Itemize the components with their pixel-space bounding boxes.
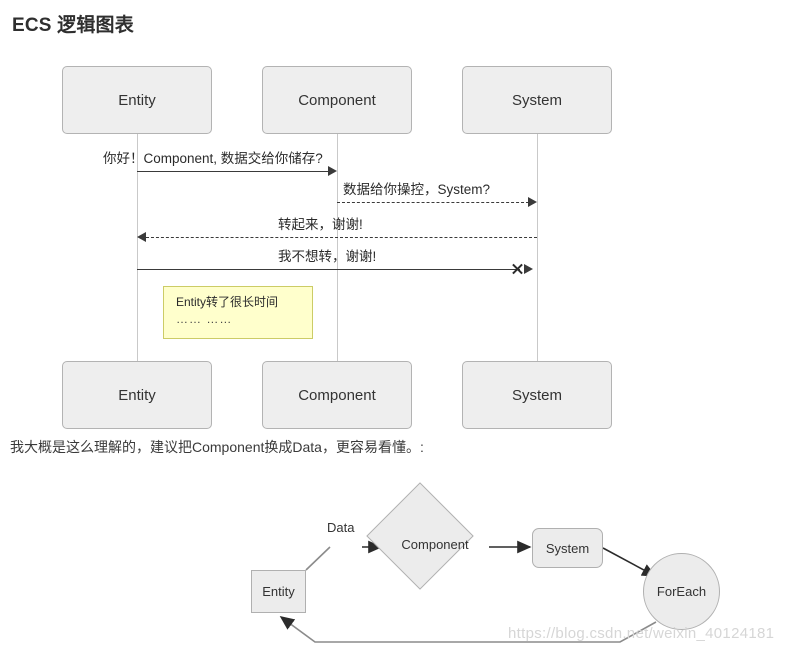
- message-label-4: 我不想转，谢谢!: [278, 249, 377, 264]
- lifeline-system: [537, 134, 538, 361]
- edge-foreach-to-entity: [279, 616, 657, 643]
- message-line-3: [146, 237, 537, 238]
- message-arrowhead-2: [528, 197, 537, 207]
- lifeline-entity: [137, 134, 138, 361]
- participant-label: System: [511, 386, 562, 404]
- message-label-2: 数据给你操控，System?: [343, 182, 491, 197]
- message-terminator-x-icon: [511, 263, 523, 275]
- flow-node-label: System: [545, 540, 590, 556]
- lifeline-component: [337, 134, 338, 361]
- caption-text: 我大概是这么理解的，建议把Component换成Data，更容易看懂。:: [10, 439, 424, 455]
- participant-label: Entity: [118, 386, 156, 404]
- participant-label: System: [511, 91, 562, 109]
- flow-edge-label-data: Data: [327, 520, 355, 535]
- sequence-participant-component-top[interactable]: Component: [262, 66, 412, 134]
- message-line-1: [137, 171, 329, 172]
- sequence-participant-entity-bottom[interactable]: Entity: [62, 361, 212, 429]
- sequence-diagram: Entity Component System 你好！Component, 数据…: [0, 55, 786, 440]
- watermark-text: https://blog.csdn.net/weixin_40124181: [508, 625, 775, 642]
- sequence-participant-system-bottom[interactable]: System: [462, 361, 612, 429]
- note-line-1: Entity转了很长时间: [176, 295, 279, 309]
- flowchart: Entity Component System Data: [0, 480, 786, 652]
- message-label-1: 你好！Component, 数据交给你储存?: [103, 151, 323, 166]
- sequence-participant-component-bottom[interactable]: Component: [262, 361, 412, 429]
- edge-entity-to-component-seg1: [305, 546, 331, 571]
- message-line-2: [337, 202, 529, 203]
- sequence-note[interactable]: Entity转了很长时间 …… ……: [163, 286, 313, 339]
- message-line-4: [137, 269, 520, 270]
- flow-node-label: ForEach: [656, 584, 707, 599]
- message-arrowhead-4: [524, 264, 533, 274]
- participant-label: Component: [298, 386, 376, 404]
- page-title: ECS 逻辑图表: [12, 15, 134, 36]
- participant-label: Component: [298, 91, 376, 109]
- message-label-3: 转起来，谢谢!: [278, 217, 363, 232]
- note-line-2: …… ……: [176, 312, 233, 326]
- edge-system-to-foreach: [602, 547, 657, 577]
- sequence-participant-entity-top[interactable]: Entity: [62, 66, 212, 134]
- message-arrowhead-3: [137, 232, 146, 242]
- flow-node-component-label: Component: [401, 537, 469, 552]
- flow-node-system[interactable]: System: [532, 528, 603, 568]
- flow-node-foreach[interactable]: ForEach: [643, 553, 720, 630]
- message-arrowhead-1: [328, 166, 337, 176]
- flow-node-label: Entity: [262, 584, 295, 599]
- participant-label: Entity: [118, 91, 156, 109]
- flow-node-entity[interactable]: Entity: [251, 570, 306, 613]
- sequence-participant-system-top[interactable]: System: [462, 66, 612, 134]
